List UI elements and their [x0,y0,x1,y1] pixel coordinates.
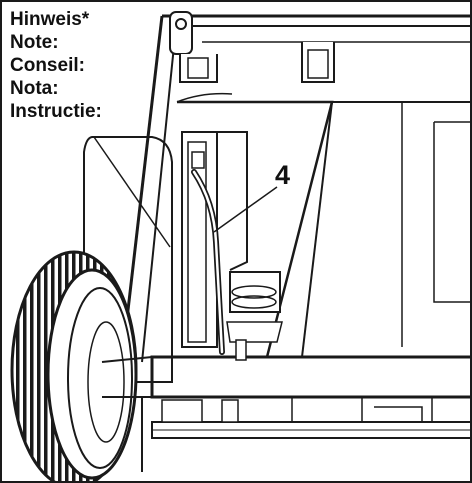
note-label-fr: Conseil: [10,55,85,76]
note-label-en: Note: [10,32,59,53]
note-labels-multilingual: Hinweis* Note: Conseil: Nota: Instructie… [10,8,106,123]
note-label-nl: Instructie: [10,101,102,122]
note-label-de: Hinweis* [10,9,90,30]
callout-number-lever: 4 [275,160,291,190]
note-label-it: Nota: [10,78,59,99]
